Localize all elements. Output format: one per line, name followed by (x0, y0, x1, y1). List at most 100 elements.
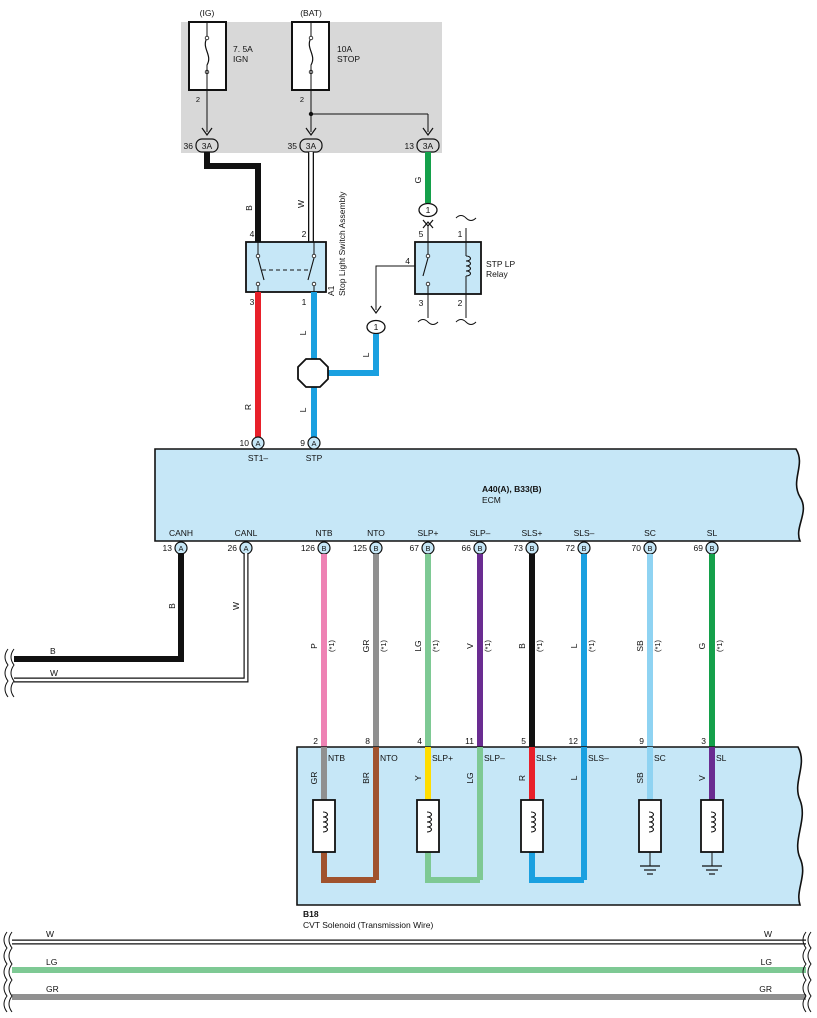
wire-color-label: B (244, 205, 254, 211)
wire-note: (*1) (483, 639, 492, 652)
ecm: A40(A), B33(B) ECM (154, 448, 805, 542)
ecm-pin-label: NTB (316, 528, 333, 538)
wire-color-label: LG (465, 772, 475, 783)
wire-color-label: GR (309, 772, 319, 785)
svg-text:ST1–: ST1– (248, 453, 269, 463)
ecm-pin-number: 69 (694, 543, 704, 553)
junction-connector (418, 202, 438, 218)
ground-icon (702, 852, 722, 875)
ecm-bottom-pins: CANHA13CANLA26NTBB126P(*1)NTOB125GR(*1)S… (163, 528, 724, 747)
cvt-pin-label: SLP– (484, 753, 505, 763)
wire-color-label: V (465, 643, 475, 649)
svg-text:STP: STP (306, 453, 323, 463)
fuse-box-connector-36: 3A 36 (184, 138, 219, 153)
ecm-pin-label: SLP+ (417, 528, 438, 538)
wire-color-label: L (569, 643, 579, 648)
cvt-pin-number: 8 (365, 736, 370, 746)
ecm-pin-number: 67 (410, 543, 420, 553)
ecm-pin-conn: B (581, 544, 586, 553)
ecm-pin-conn: A (243, 544, 248, 553)
wire-color-label: W (764, 929, 772, 939)
fuse-icon (204, 37, 210, 66)
break-mark (807, 931, 812, 1013)
fuse-stop-supply: (BAT) (300, 8, 322, 18)
solenoid-coil (312, 799, 336, 853)
wire-note: (*1) (379, 639, 388, 652)
break-mark (3, 931, 8, 1013)
wire-color-label: L (361, 352, 371, 357)
internal-return-wire (425, 852, 480, 883)
wire-color-label: LG (413, 640, 423, 651)
coil-icon (322, 811, 329, 833)
cvt-pin-label: SLS– (588, 753, 609, 763)
pin-number: 5 (419, 229, 424, 239)
wire-color-label: W (231, 602, 241, 610)
coil-icon (648, 811, 655, 833)
fuse-icon (308, 37, 314, 66)
ecm-pin-number: 26 (228, 543, 238, 553)
pin-number: 2 (458, 298, 463, 308)
fuse-stop-rating: 10A (337, 44, 352, 54)
internal-return-wire (529, 852, 584, 883)
wire-color-label: BR (361, 772, 371, 784)
switch-name: Stop Light Switch Assembly (337, 191, 347, 296)
svg-text:A: A (255, 439, 260, 448)
wire-color-label: W (296, 200, 306, 208)
wire-stop-to-switch: W (296, 152, 314, 242)
cvt-pin-label: NTO (380, 753, 398, 763)
cvt-pin-number: 12 (569, 736, 579, 746)
coil-icon (465, 255, 472, 277)
wire-color-label: GR (46, 984, 59, 994)
relay-name-line2: Relay (486, 269, 508, 279)
coil-icon (426, 811, 433, 833)
stop-light-switch: 4 2 3 1 A1 Stop Light Switch Assembly (245, 191, 347, 307)
relay-name-line1: STP LP (486, 259, 515, 269)
wire-note: (*1) (535, 639, 544, 652)
fuse-ign-pin: 2 (196, 95, 200, 104)
ecm-pin-number: 126 (301, 543, 315, 553)
cvt-solenoid: B18 CVT Solenoid (Transmission Wire) (296, 746, 804, 930)
pin-number: 2 (302, 229, 307, 239)
wire-color-label: V (697, 775, 707, 781)
wire-color-label: G (697, 643, 707, 650)
wire-color-label: B (50, 646, 56, 656)
fuse-ign-supply: (IG) (200, 8, 215, 18)
ecm-top-pins: A 10 ST1– A 9 STP (240, 436, 323, 463)
fuse-ign-rating: 7. 5A (233, 44, 253, 54)
connector-label: 3A (202, 141, 213, 151)
wire-note: (*1) (587, 639, 596, 652)
wire-note: (*1) (715, 639, 724, 652)
ecm-pin-label: SLS+ (521, 528, 542, 538)
ecm-pin-conn: B (709, 544, 714, 553)
ecm-pin-conn: B (647, 544, 652, 553)
ecm-pin-conn: B (529, 544, 534, 553)
svg-text:9: 9 (300, 438, 305, 448)
pin-number: 1 (302, 297, 307, 307)
wire-color-label: W (50, 668, 58, 678)
break-mark (802, 931, 807, 1013)
pin-number: 4 (405, 256, 410, 266)
ecm-pin-conn: B (425, 544, 430, 553)
wire-color-label: Y (413, 775, 423, 781)
cvt-pin-label: SLP+ (432, 753, 453, 763)
internal-return-wire (321, 852, 376, 883)
ecm-pin-label: CANH (169, 528, 193, 538)
wire-relay-to-ecm: 1 L (325, 265, 415, 376)
cvt-pin-number: 3 (701, 736, 706, 746)
